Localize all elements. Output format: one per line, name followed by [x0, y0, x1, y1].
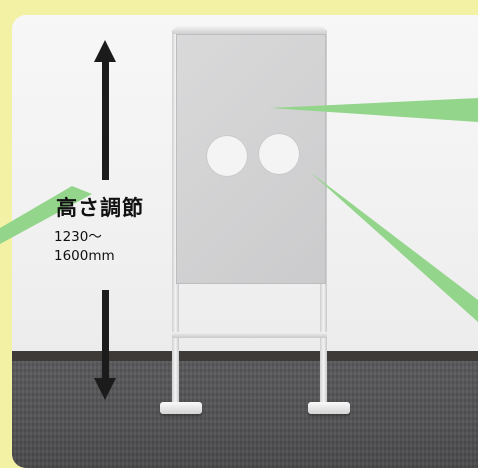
- height-range: 1230～ 1600mm: [54, 228, 115, 266]
- arrow-up-shaft: [102, 52, 109, 180]
- panel-hole-right: [258, 133, 300, 175]
- carpet-floor: [12, 361, 478, 468]
- stand-foot-right: [308, 402, 350, 414]
- partition-panel: [176, 34, 326, 284]
- panel-hole-left: [206, 135, 248, 177]
- stand-pole-left: [172, 30, 179, 405]
- height-range-line1: 1230～: [54, 229, 102, 245]
- arrow-down-shaft: [102, 290, 109, 380]
- stand-foot-left: [160, 402, 202, 414]
- baseboard: [12, 351, 478, 361]
- stand-cross-bar: [172, 332, 327, 338]
- height-adjust-title: 高さ調節: [56, 196, 144, 220]
- stand-top-bar: [172, 26, 327, 34]
- callout-pointer-panel: [270, 98, 478, 122]
- arrow-up-icon: [94, 40, 116, 62]
- height-range-line2: 1600mm: [54, 248, 115, 264]
- callout-pointer-hole: [310, 172, 478, 322]
- arrow-down-icon: [94, 378, 116, 400]
- callout-pointer-left: [0, 186, 92, 244]
